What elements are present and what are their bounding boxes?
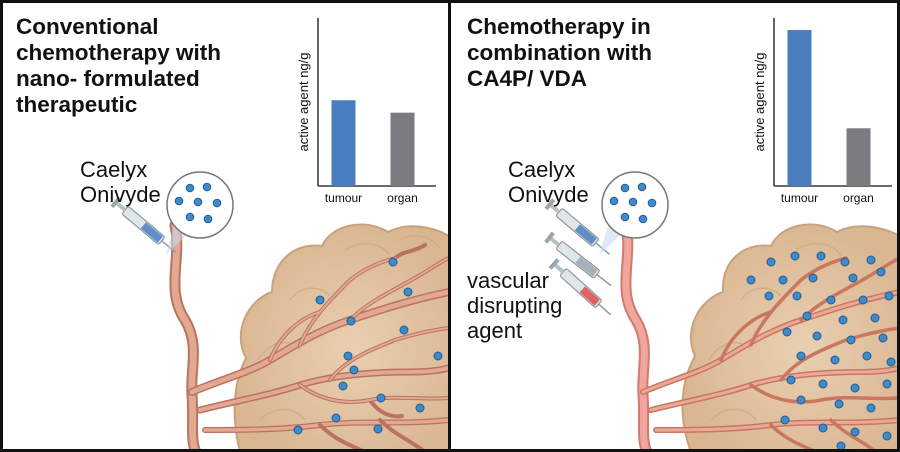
bar-tumour [331,100,356,186]
tumour-mass [681,223,900,452]
vda-label: vascular disrupting agent [467,268,563,343]
bar-organ [846,128,871,186]
y-axis-label: active agent ng/g [752,52,767,151]
syringe-icon [544,198,611,255]
tumour-scene-left: active agent ng/g tumour organ [110,18,449,452]
nanoparticles-tumour-right [746,251,896,451]
vda-syringe-icon [544,231,612,287]
bar-organ [390,112,415,186]
bar-chart-left: active agent ng/g tumour organ [296,18,436,205]
blood-vessels-left [169,219,449,452]
bar-tumour [787,30,812,186]
tumour-mass [233,223,449,452]
nanoparticle-magnifier [599,171,669,255]
vda-syringe-icon [548,258,612,316]
nanoparticle-magnifier [166,171,234,255]
drug-names-label: Caelyx Onivyde [80,157,161,207]
blood-vessels-right [620,219,900,452]
bar-chart-right: active agent ng/g tumour organ [752,18,892,205]
x-tick-label-tumour: tumour [781,191,818,205]
drug-names-label: Caelyx Onivyde [508,157,589,207]
tumour-scene-right: active agent ng/g tumour organ [544,18,900,452]
panel-title: Conventional chemotherapy with nano- for… [16,14,222,117]
x-tick-label-organ: organ [387,191,418,205]
y-axis-label: active agent ng/g [296,52,311,151]
panel-conventional: active agent ng/g tumour organ Conventiona… [0,0,449,452]
x-tick-label-organ: organ [843,191,874,205]
panel-title: Chemotherapy in combination with CA4P/ V… [467,14,652,91]
syringe-icon [110,196,177,253]
panel-combination: active agent ng/g tumour organ Chemotherap… [451,0,900,452]
nanoparticles-tumour-left [293,257,443,435]
panel-divider [448,0,451,452]
x-tick-label-tumour: tumour [325,191,362,205]
